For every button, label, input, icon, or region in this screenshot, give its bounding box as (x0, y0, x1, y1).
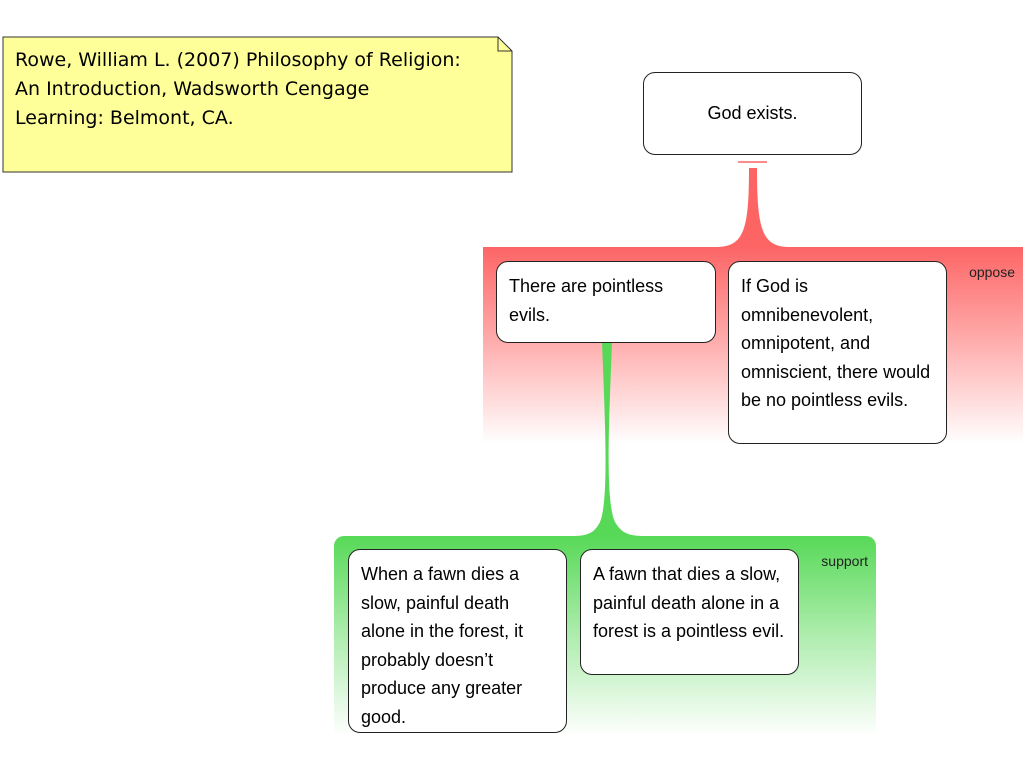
oppose-label: oppose (969, 264, 1015, 280)
support-premise-node-2[interactable]: A fawn that dies a slow, painful death a… (580, 549, 799, 675)
premise-text: When a fawn dies a slow, painful death a… (361, 564, 524, 727)
support-connector (572, 343, 645, 536)
support-premise-node-1[interactable]: When a fawn dies a slow, painful death a… (348, 549, 567, 733)
oppose-premise-node-1[interactable]: There are pointless evils. (496, 261, 716, 343)
premise-text: A fawn that dies a slow, painful death a… (593, 564, 785, 641)
claim-text: God exists. (707, 103, 798, 124)
premise-text: There are pointless evils. (509, 276, 664, 325)
oppose-connector (716, 168, 790, 247)
citation-note[interactable]: Rowe, William L. (2007) Philosophy of Re… (2, 36, 513, 173)
premise-text: If God is omnibenevolent, omnipotent, an… (741, 276, 931, 410)
support-label: support (821, 553, 868, 569)
oppose-premise-node-2[interactable]: If God is omnibenevolent, omnipotent, an… (728, 261, 947, 444)
citation-text: Rowe, William L. (2007) Philosophy of Re… (15, 49, 461, 129)
claim-node[interactable]: God exists. (643, 72, 862, 155)
sticky-note-shape (2, 36, 513, 173)
